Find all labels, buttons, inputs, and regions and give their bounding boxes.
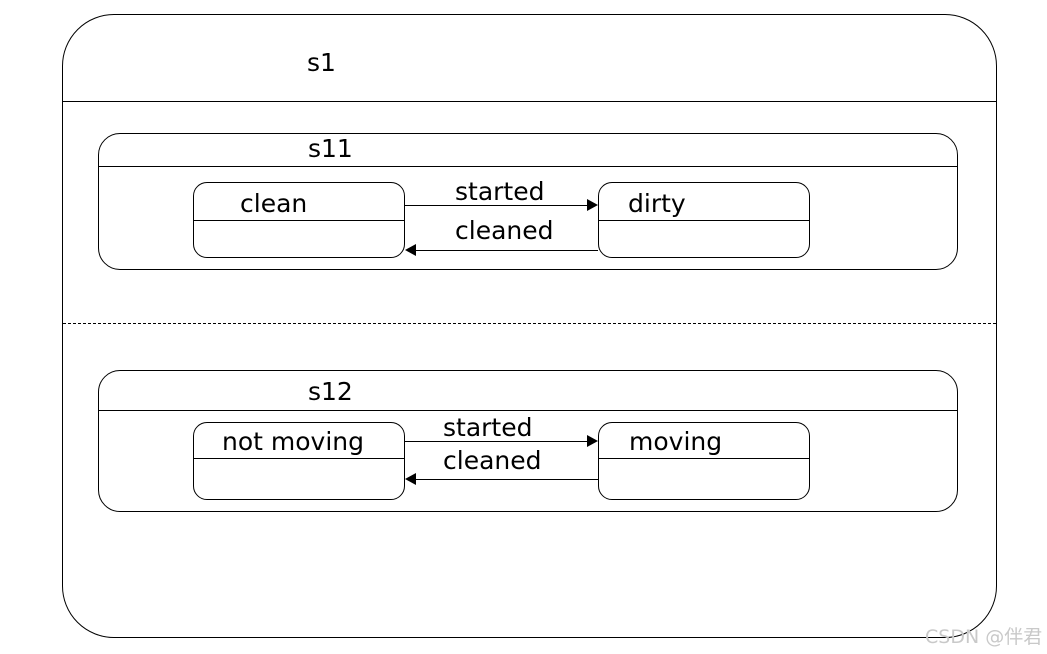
region-state-s12-title-divider [99, 410, 957, 411]
transition-clean-to-dirty-label: started [455, 177, 545, 206]
state-dirty-label: dirty [628, 189, 686, 218]
watermark-text: CSDN @伴君 [925, 626, 1043, 648]
state-dirty-divider [599, 220, 809, 221]
state-clean-label: clean [240, 189, 308, 218]
composite-state-s1[interactable] [62, 14, 997, 638]
state-not-moving[interactable] [193, 422, 405, 500]
region-state-s11[interactable] [98, 133, 958, 270]
composite-state-s1-title-divider [63, 101, 996, 102]
region-state-s11-title-divider [99, 166, 957, 167]
orthogonal-region-divider [63, 323, 996, 324]
state-dirty[interactable] [598, 182, 810, 258]
transition-dirty-to-clean-label: cleaned [455, 216, 554, 245]
transition-dirty-to-clean-arrowhead [405, 244, 416, 256]
transition-dirty-to-clean-line[interactable] [416, 250, 598, 251]
region-state-s12-label: s12 [308, 377, 353, 406]
transition-not-moving-to-moving-label: started [443, 413, 533, 442]
state-moving[interactable] [598, 422, 810, 500]
state-moving-label: moving [629, 427, 723, 456]
region-state-s12[interactable] [98, 370, 958, 512]
state-not-moving-label: not moving [222, 427, 364, 456]
transition-moving-to-not-moving-label: cleaned [443, 446, 542, 475]
state-not-moving-divider [194, 458, 404, 459]
transition-moving-to-not-moving-line[interactable] [416, 479, 598, 480]
state-clean-divider [194, 220, 404, 221]
state-clean[interactable] [193, 182, 405, 258]
transition-clean-to-dirty-arrowhead [587, 199, 598, 211]
transition-moving-to-not-moving-arrowhead [405, 473, 416, 485]
region-state-s11-label: s11 [308, 134, 353, 163]
transition-not-moving-to-moving-line[interactable] [405, 441, 588, 442]
transition-clean-to-dirty-line[interactable] [405, 205, 588, 206]
state-moving-divider [599, 458, 809, 459]
composite-state-s1-label: s1 [307, 48, 336, 77]
transition-not-moving-to-moving-arrowhead [587, 435, 598, 447]
